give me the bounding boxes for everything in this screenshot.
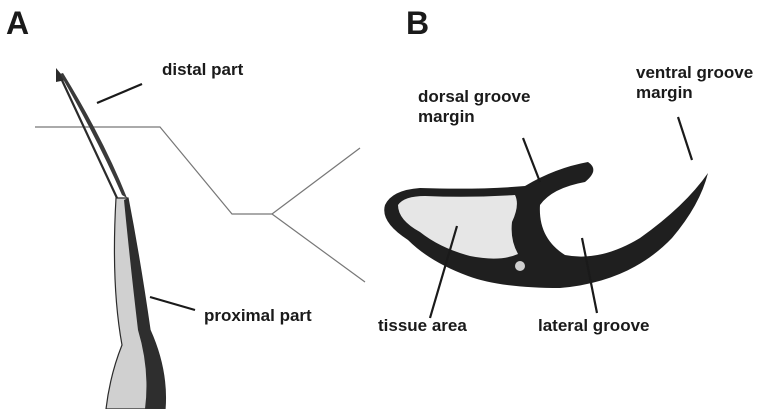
ventral-groove-margin-label-line2: margin <box>636 83 693 103</box>
panel-a-letter: A <box>6 5 29 42</box>
dorsal-groove-margin-label-line1: dorsal groove <box>418 87 530 107</box>
distal-part-label: distal part <box>162 60 243 80</box>
guide-lines <box>35 127 365 282</box>
fang-profile <box>56 68 165 409</box>
panel-b-letter: B <box>406 5 429 42</box>
lateral-groove-label: lateral groove <box>538 316 650 336</box>
proximal-part-label: proximal part <box>204 306 312 326</box>
tissue-area-label: tissue area <box>378 316 467 336</box>
fang-cross-section <box>384 162 708 288</box>
ventral-groove-margin-label-line1: ventral groove <box>636 63 753 83</box>
dorsal-groove-margin-label-line2: margin <box>418 107 475 127</box>
